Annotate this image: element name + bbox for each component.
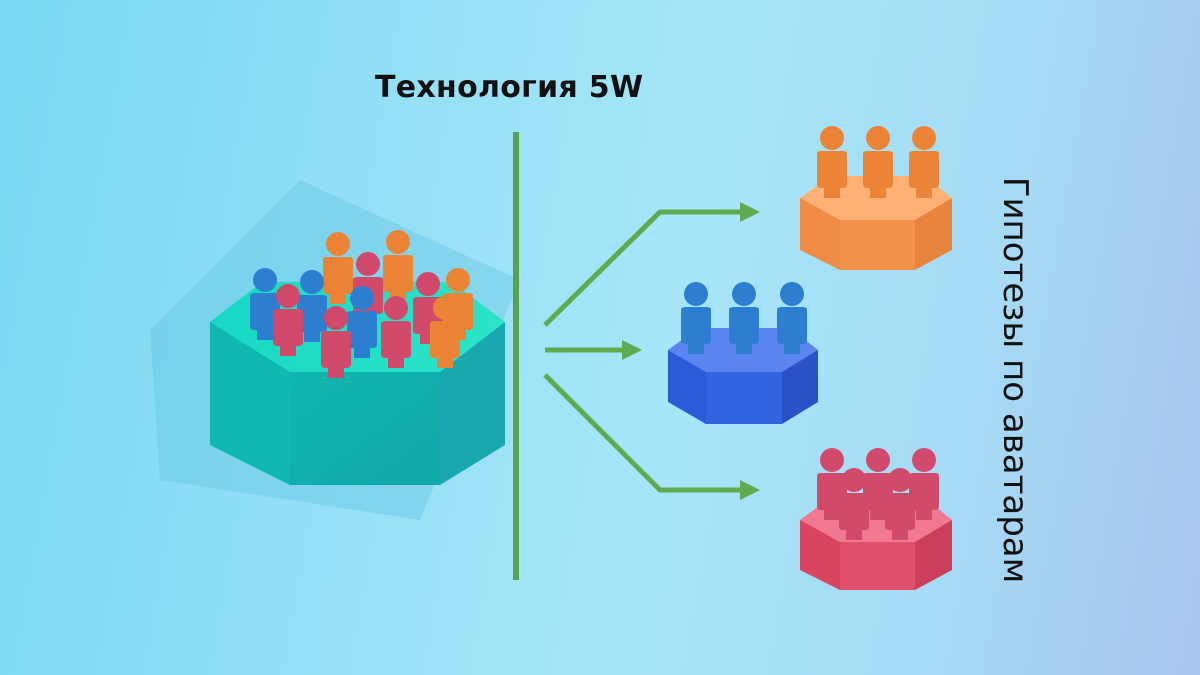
platform-front-face bbox=[290, 372, 440, 485]
platform-front-face bbox=[706, 372, 782, 424]
platform-front-face bbox=[840, 220, 915, 270]
people-group-icon bbox=[681, 282, 807, 354]
platform-right-face bbox=[782, 350, 818, 424]
platform-front-face bbox=[840, 542, 915, 590]
red-avatar-group bbox=[800, 448, 952, 590]
platform-left-face bbox=[668, 350, 706, 424]
platform-left-face bbox=[800, 198, 840, 270]
arrow-right-icon bbox=[543, 202, 760, 327]
arrows bbox=[543, 202, 760, 500]
platform-left-face bbox=[800, 520, 840, 590]
source-crowd-platform bbox=[150, 180, 520, 520]
platform-right-face bbox=[440, 322, 505, 485]
people-group-icon bbox=[817, 126, 939, 198]
platform-right-face bbox=[915, 520, 952, 590]
blue-avatar-group bbox=[668, 282, 818, 424]
platform-right-face bbox=[915, 198, 952, 270]
platform-left-face bbox=[210, 322, 290, 485]
diagram-title: Технология 5W bbox=[375, 70, 644, 105]
orange-avatar-group bbox=[800, 126, 952, 270]
arrow-right-icon bbox=[543, 373, 760, 500]
